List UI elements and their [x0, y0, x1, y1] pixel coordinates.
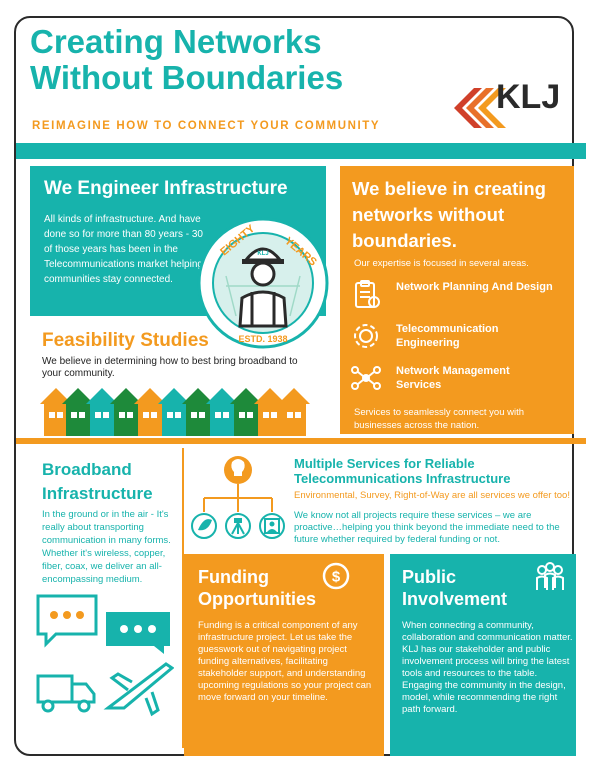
service-label: Telecommunication Engineering	[396, 323, 499, 349]
feasibility-heading: Feasibility Studies	[42, 330, 209, 351]
feasibility-body: We believe in determining how to best br…	[42, 356, 298, 379]
klj-logo	[454, 88, 506, 128]
people-group-icon	[536, 562, 564, 590]
believe-heading: We believe in creating networks without …	[352, 178, 546, 251]
chat-bubble-icon	[36, 594, 98, 648]
leaf-icon	[191, 513, 217, 539]
public-body: When connecting a community, collaborati…	[402, 620, 573, 715]
svg-text:$: $	[332, 569, 341, 586]
service-label: Network Management Services	[396, 365, 510, 391]
engineer-body: All kinds of infrastructure. And have do…	[44, 214, 203, 285]
multiple-services-subheading: Environmental, Survey, Right-of-Way are …	[294, 490, 570, 501]
logo-wordmark: KLJ	[496, 78, 561, 116]
houses-illustration	[40, 388, 310, 436]
seal-text-established: ESTD. 1938	[238, 334, 287, 344]
house-icon	[40, 388, 72, 436]
page-title: Creating Networks Without Boundaries	[30, 23, 344, 96]
clipboard-icon	[355, 280, 380, 308]
service-item-management: Network Management Services	[350, 362, 570, 400]
service-item-engineering: Telecommunication Engineering	[350, 320, 570, 358]
dollar-coin-icon: $	[322, 562, 350, 590]
public-heading: Public Involvement	[402, 567, 508, 609]
orange-divider	[16, 438, 586, 444]
message-bubble-icon	[106, 612, 170, 654]
gear-icon	[354, 324, 378, 348]
public-involvement-panel: Public Involvement When connecting a com…	[390, 554, 576, 756]
believe-lead: Our expertise is focused in several area…	[354, 258, 529, 269]
funding-body: Funding is a critical component of any i…	[198, 620, 372, 703]
service-item-planning: Network Planning And Design	[350, 278, 570, 316]
page-subtitle: REIMAGINE HOW TO CONNECT YOUR COMMUNITY	[32, 120, 381, 132]
engineer-heading: We Engineer Infrastructure	[44, 178, 288, 199]
broadband-heading: Broadband Infrastructure	[42, 460, 153, 503]
believe-panel: We believe in creating networks without …	[340, 166, 574, 434]
multiple-services-heading: Multiple Services for Reliable Telecommu…	[294, 456, 511, 486]
truck-icon	[36, 674, 96, 713]
multiple-services-body: We know not all projects require these s…	[294, 510, 560, 545]
communication-icons	[36, 594, 174, 717]
right-of-way-icon	[259, 513, 285, 539]
services-tree-diagram	[191, 456, 285, 539]
vertical-divider	[182, 448, 184, 748]
service-label: Network Planning And Design	[396, 281, 553, 293]
airplane-icon	[103, 662, 174, 717]
broadband-body: In the ground or in the air - It's reall…	[42, 509, 171, 585]
seal-hat-text: KLJ	[257, 251, 268, 257]
believe-footer: Services to seamlessly connect you with …	[354, 407, 525, 431]
eighty-years-seal: KLJ EIGHTY YEARS ESTD. 1938	[197, 217, 329, 349]
funding-heading: Funding Opportunities	[198, 567, 316, 609]
teal-divider-band	[16, 143, 586, 159]
funding-panel: Funding Opportunities $ Funding is a cri…	[184, 554, 384, 756]
network-icon	[351, 366, 381, 390]
survey-tripod-icon	[225, 513, 251, 539]
